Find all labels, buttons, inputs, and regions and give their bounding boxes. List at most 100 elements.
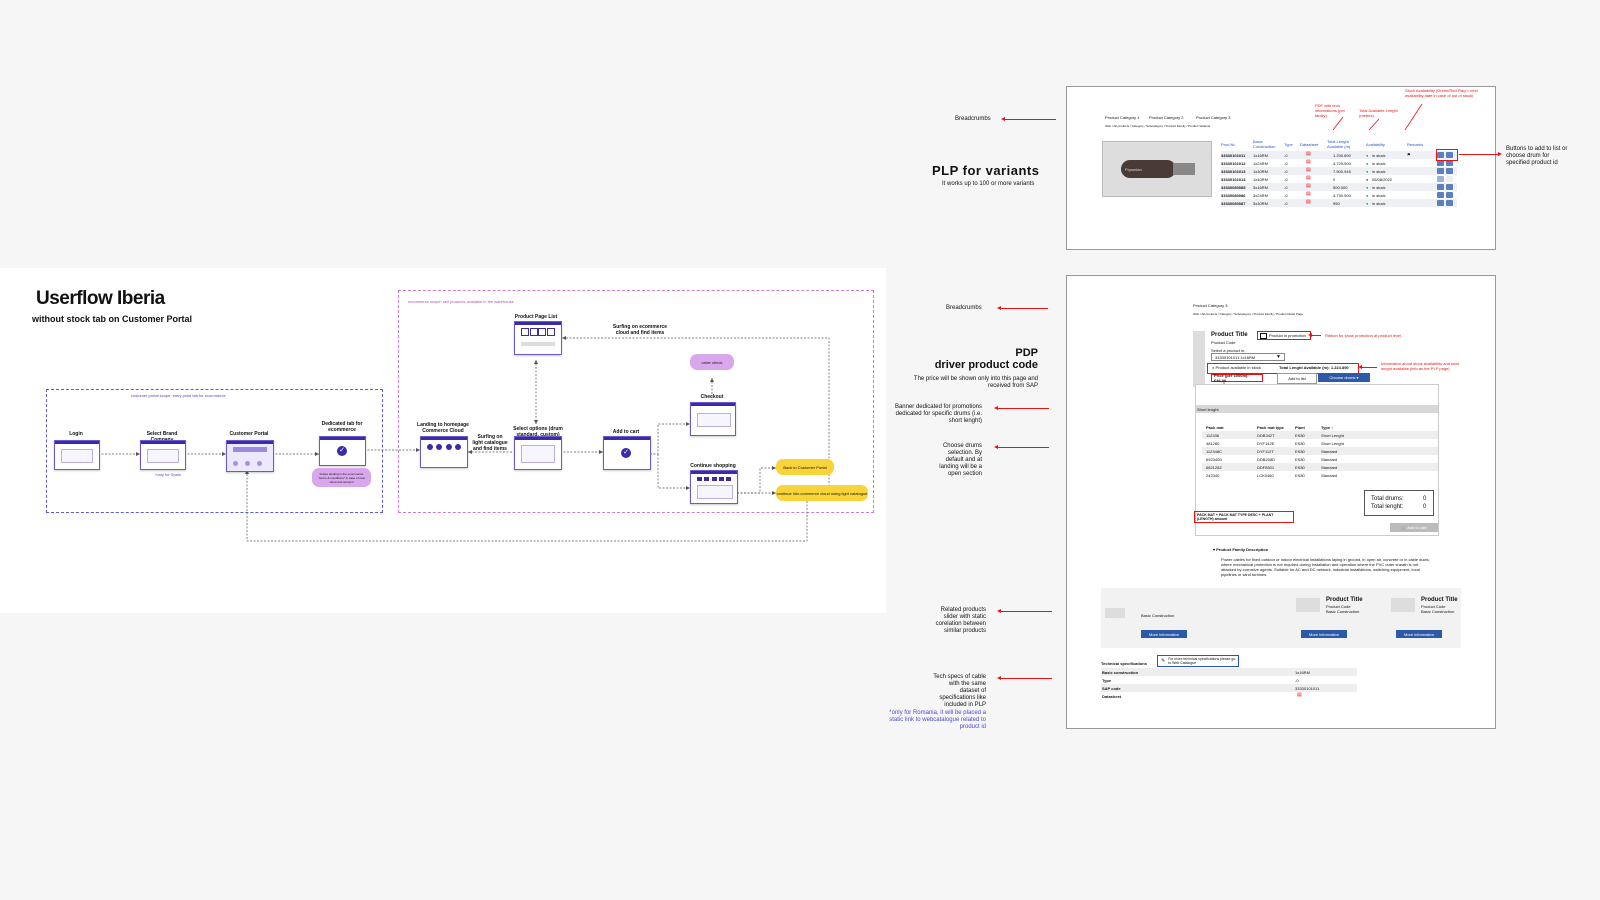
pdf-icon[interactable]: ▤ xyxy=(1306,160,1311,165)
back-portal-pill[interactable]: Back to Customer Portal xyxy=(776,459,834,475)
plp-cell-bc: 3x16RM xyxy=(1253,185,1268,190)
plp-cell-nr[interactable]: 33330080085 xyxy=(1221,185,1245,190)
drums-panel: Short lenght Pack mat Pack mat type Plan… xyxy=(1195,384,1439,536)
node-add-to-cart[interactable]: ✓ xyxy=(603,436,651,470)
pdp-category[interactable]: Product Category 3 xyxy=(1193,303,1227,308)
node-product-page-list[interactable] xyxy=(514,321,562,355)
pdp-crumb-path: Web / All products / Category / Subcateg… xyxy=(1193,312,1303,316)
pdf-icon[interactable]: ▤ xyxy=(1297,693,1302,698)
plp-cell-type: -0 xyxy=(1284,177,1288,182)
add-to-list-icon[interactable] xyxy=(1437,168,1444,174)
more-information-button[interactable]: More information xyxy=(1396,630,1442,638)
plp-cell-nr[interactable]: 33330101014 xyxy=(1221,177,1245,182)
pdf-icon[interactable]: ▤ xyxy=(1306,200,1311,205)
choose-drum-icon[interactable] xyxy=(1446,192,1453,198)
tech-note: Tech specs of cable with the same datase… xyxy=(930,674,986,709)
plp-category-1[interactable]: Product Category 1 xyxy=(1105,115,1139,120)
choose-drum-icon[interactable] xyxy=(1446,176,1453,182)
drum-cell-packmat: 112336 xyxy=(1206,433,1219,438)
pdf-icon[interactable]: ▤ xyxy=(1306,184,1311,189)
drum-cell-packmattype: DDB342T xyxy=(1257,433,1275,438)
plp-cell-nr[interactable]: 33330101011 xyxy=(1221,153,1245,158)
tech-link-box[interactable]: ✎For more technical specifications pleas… xyxy=(1157,655,1239,667)
short-length-section[interactable]: Short lenght xyxy=(1196,405,1438,413)
arrow-ribbon xyxy=(1311,335,1321,336)
node-continue-shopping[interactable] xyxy=(690,470,738,504)
related-note: Related products slider with static core… xyxy=(930,607,986,635)
add-to-list-button[interactable]: Add to list xyxy=(1277,373,1317,384)
plp-note-arrows xyxy=(1297,97,1467,142)
choose-drum-icon[interactable] xyxy=(1446,200,1453,206)
drum-cell-packmattype: DDB208D xyxy=(1257,457,1275,462)
tech-title: Technical specifications xyxy=(1101,661,1147,666)
plp-cell-nr[interactable]: 33330101012 xyxy=(1221,161,1245,166)
buttons-highlight xyxy=(1436,149,1458,161)
drum-cell-packmat: 481280 xyxy=(1206,441,1219,446)
pdp-mockup: Product Category 3 Web / All products / … xyxy=(1066,275,1496,729)
availability-text: ● Product available in stock xyxy=(1212,365,1261,370)
node-login[interactable] xyxy=(54,440,100,470)
choose-drums-button[interactable]: Choose drums ▾ xyxy=(1318,373,1370,382)
add-to-cart-button[interactable]: 🛒 Add to cart xyxy=(1390,523,1438,532)
plp-th-availability: Availability xyxy=(1366,142,1385,147)
add-to-list-icon[interactable] xyxy=(1437,200,1444,206)
choose-drum-icon[interactable] xyxy=(1446,184,1453,190)
more-information-button[interactable]: More information xyxy=(1141,630,1187,638)
pdf-icon[interactable]: ▤ xyxy=(1306,192,1311,197)
node-select-brand[interactable] xyxy=(140,440,186,470)
drum-cell-packmat: 692340D xyxy=(1206,457,1222,462)
arrow-banner xyxy=(997,408,1049,409)
pdp-product-title: Product Title xyxy=(1211,332,1248,338)
node-dedicated-tab[interactable]: ✓ xyxy=(319,436,366,466)
plp-cell-type: -0 xyxy=(1284,185,1288,190)
related-thumb xyxy=(1296,598,1320,612)
drum-cell-plant: ES80 xyxy=(1295,433,1305,438)
tech-link-text: For more technical specifications please… xyxy=(1168,657,1238,665)
plp-cell-availability: 05/08/2022 xyxy=(1372,177,1392,182)
arrow-drums xyxy=(997,447,1049,448)
node-checkout[interactable] xyxy=(690,402,736,436)
plp-cell-nr[interactable]: 33330080086 xyxy=(1221,193,1245,198)
pdf-icon[interactable]: ▤ xyxy=(1306,176,1311,181)
related-bc: Basic Construction xyxy=(1326,609,1359,614)
plp-mockup: Product Category 1 Product Category 2 Pr… xyxy=(1066,86,1496,250)
plp-cell-nr[interactable]: 33330101013 xyxy=(1221,169,1245,174)
node-customer-portal[interactable] xyxy=(226,440,274,472)
plp-th-datasheet: Datasheet xyxy=(1300,142,1318,147)
choose-drum-icon[interactable] xyxy=(1446,168,1453,174)
svg-text:Prysmian: Prysmian xyxy=(1125,167,1142,172)
plp-cell-availability: in stock xyxy=(1372,193,1386,198)
continue-light-pill[interactable]: continue into commerce cloud using light… xyxy=(776,485,868,501)
pdf-icon[interactable]: ▤ xyxy=(1306,152,1311,157)
add-to-list-icon[interactable] xyxy=(1437,176,1444,182)
node-landing[interactable] xyxy=(420,436,468,468)
plp-category-3[interactable]: Product Category 3 xyxy=(1196,115,1230,120)
total-length-value: 0 xyxy=(1423,504,1426,510)
promo-ribbon-text: Product in promotion xyxy=(1269,333,1306,338)
plp-category-2[interactable]: Product Category 2 xyxy=(1149,115,1183,120)
total-drums-value: 0 xyxy=(1423,496,1426,502)
family-title-text: Product Family Description xyxy=(1216,547,1268,552)
more-information-button[interactable]: More information xyxy=(1301,630,1347,638)
add-to-list-icon[interactable] xyxy=(1437,184,1444,190)
plp-rows: 333301010111x16RM-0▤1.230.890●in stock⚑3… xyxy=(1221,151,1457,209)
dedicated-note: before landing in the ecommerce "terms &… xyxy=(312,468,371,487)
drum-cell-plant: ES80 xyxy=(1295,449,1305,454)
surfing-label: Surfing on light catalogue and find item… xyxy=(472,434,508,452)
plp-row: 333300800853x16RM-0▤500.000●in stock xyxy=(1221,183,1457,191)
product-select[interactable]: 33330101011 1x16RM ▼ xyxy=(1211,353,1285,361)
family-title: ▾ Product Family Description xyxy=(1213,547,1268,552)
plp-breadcrumbs-label: Breadcrumbs xyxy=(955,116,991,123)
pdf-icon[interactable]: ▤ xyxy=(1306,168,1311,173)
node-select-options[interactable] xyxy=(514,436,562,470)
add-to-list-icon[interactable] xyxy=(1437,192,1444,198)
plp-cell-nr[interactable]: 33330080087 xyxy=(1221,201,1245,206)
